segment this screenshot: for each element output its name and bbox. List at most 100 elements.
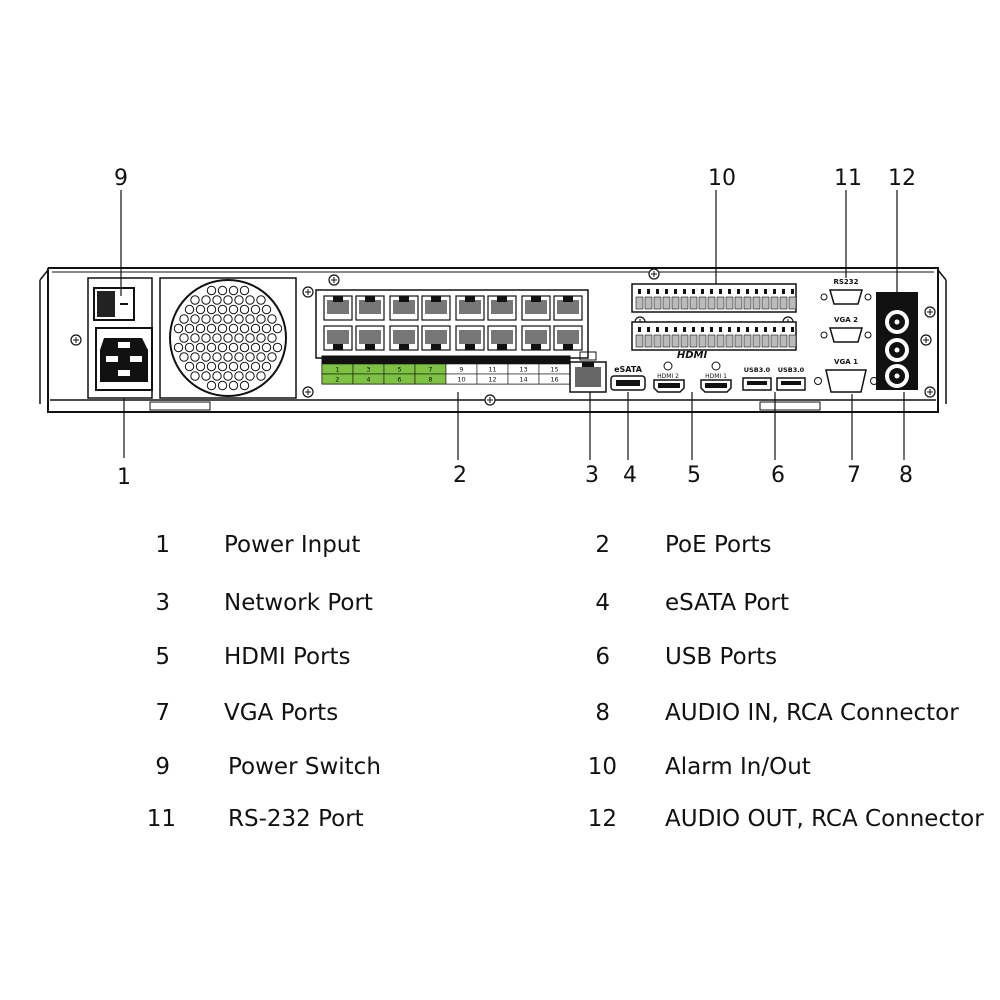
poe-port-number: 7 [428, 366, 432, 374]
out-label: OUT [882, 308, 894, 314]
alarm-pin [680, 334, 689, 348]
alarm-pin [662, 334, 671, 348]
callout-8: 8 [899, 463, 913, 488]
hdmi2-label: HDMI 2 [657, 373, 679, 380]
legend-text: HDMI Ports [224, 644, 351, 670]
screw-icon [924, 306, 936, 318]
rj45-port[interactable] [355, 295, 385, 321]
legend-number: 6 [595, 644, 610, 670]
vga2-port[interactable]: VGA 2 [820, 316, 872, 343]
network-port[interactable] [569, 351, 607, 393]
alarm-pin [716, 334, 725, 348]
screw-icon [328, 274, 340, 286]
legend-number: 9 [155, 754, 170, 780]
poe-port-number: 3 [366, 366, 370, 374]
legend-text: AUDIO IN, RCA Connector [665, 700, 959, 726]
vga1-label: VGA 1 [834, 358, 858, 366]
poe-port-number: 9 [459, 366, 463, 374]
alarm-pin [698, 296, 707, 310]
rj45-port[interactable] [323, 325, 353, 351]
legend-text: RS-232 Port [228, 806, 364, 832]
alarm-pin [770, 296, 779, 310]
legend-number: 2 [595, 532, 610, 558]
esata-label: eSATA [614, 365, 643, 374]
vga1-port[interactable]: VGA 1 [814, 358, 878, 393]
rj45-port[interactable] [521, 295, 551, 321]
rj45-port[interactable] [487, 325, 517, 351]
usb-label-a: USB3.0 [744, 366, 771, 374]
legend-number: 10 [587, 754, 617, 780]
rj45-port[interactable] [553, 295, 583, 321]
rj45-port[interactable] [455, 325, 485, 351]
alarm-terminals[interactable] [631, 283, 797, 351]
legend-number: 4 [595, 590, 610, 616]
alarm-pin [671, 334, 680, 348]
legend-text: eSATA Port [665, 590, 790, 616]
rj45-port[interactable] [389, 325, 419, 351]
hdmi-ports[interactable]: HDMI HDMI 2 HDMI 1 [653, 350, 732, 393]
rj45-port[interactable] [487, 295, 517, 321]
audio-in-rca[interactable] [885, 338, 909, 362]
alarm-pin [689, 334, 698, 348]
poe-port-number: 5 [397, 366, 401, 374]
rj45-port[interactable] [323, 295, 353, 321]
callout-2: 2 [453, 463, 467, 488]
alarm-pin [761, 334, 770, 348]
screw-icon [648, 268, 660, 280]
rj45-port[interactable] [553, 325, 583, 351]
rj45-port[interactable] [421, 295, 451, 321]
poe-port-number: 1 [335, 366, 339, 374]
legend-number: 5 [155, 644, 170, 670]
callout-5: 5 [687, 463, 701, 488]
screw-icon [70, 334, 82, 346]
screw-icon [920, 334, 932, 346]
legend-text: Alarm In/Out [665, 754, 811, 780]
poe-port-number: 2 [335, 376, 339, 384]
hdmi-logo: HDMI [677, 350, 708, 361]
usb-ports[interactable]: USB3.0 USB3.0 [742, 366, 806, 391]
alarm-pin [725, 334, 734, 348]
callout-6: 6 [771, 463, 785, 488]
alarm-pin [653, 334, 662, 348]
screw-icon [484, 394, 496, 406]
mic-rca[interactable] [885, 364, 909, 388]
alarm-pin [698, 334, 707, 348]
rj45-port[interactable] [389, 295, 419, 321]
alarm-pin [716, 296, 725, 310]
alarm-pin [635, 334, 644, 348]
poe-port-number: 11 [488, 366, 496, 374]
legend-number: 1 [155, 532, 170, 558]
screw-icon [924, 386, 936, 398]
rs232-port[interactable]: RS232 [820, 278, 872, 305]
legend-number: 11 [146, 806, 176, 832]
alarm-pin [689, 296, 698, 310]
rj45-port[interactable] [455, 295, 485, 321]
alarm-pin [734, 334, 743, 348]
screw-icon [302, 386, 314, 398]
alarm-pin [770, 334, 779, 348]
audio-out-rca[interactable] [885, 310, 909, 334]
alarm-pin [761, 296, 770, 310]
alarm-pin [788, 334, 797, 348]
esata-port[interactable]: eSATA [610, 365, 646, 391]
poe-port-number: 10 [457, 376, 465, 384]
rj45-port[interactable] [521, 325, 551, 351]
alarm-pin [779, 334, 788, 348]
legend-text: Power Switch [228, 754, 381, 780]
alarm-pin [779, 296, 788, 310]
poe-port-number: 13 [519, 366, 527, 374]
hdmi1-label: HDMI 1 [705, 373, 727, 380]
rj45-port[interactable] [421, 325, 451, 351]
poe-port-number: 15 [550, 366, 558, 374]
fan-grille [159, 277, 297, 399]
alarm-pin [752, 334, 761, 348]
callout-12: 12 [888, 166, 916, 191]
legend-number: 8 [595, 700, 610, 726]
callout-1: 1 [117, 465, 131, 490]
alarm-pin [680, 296, 689, 310]
rj45-port[interactable] [355, 325, 385, 351]
poe-port-number: 4 [366, 376, 370, 384]
